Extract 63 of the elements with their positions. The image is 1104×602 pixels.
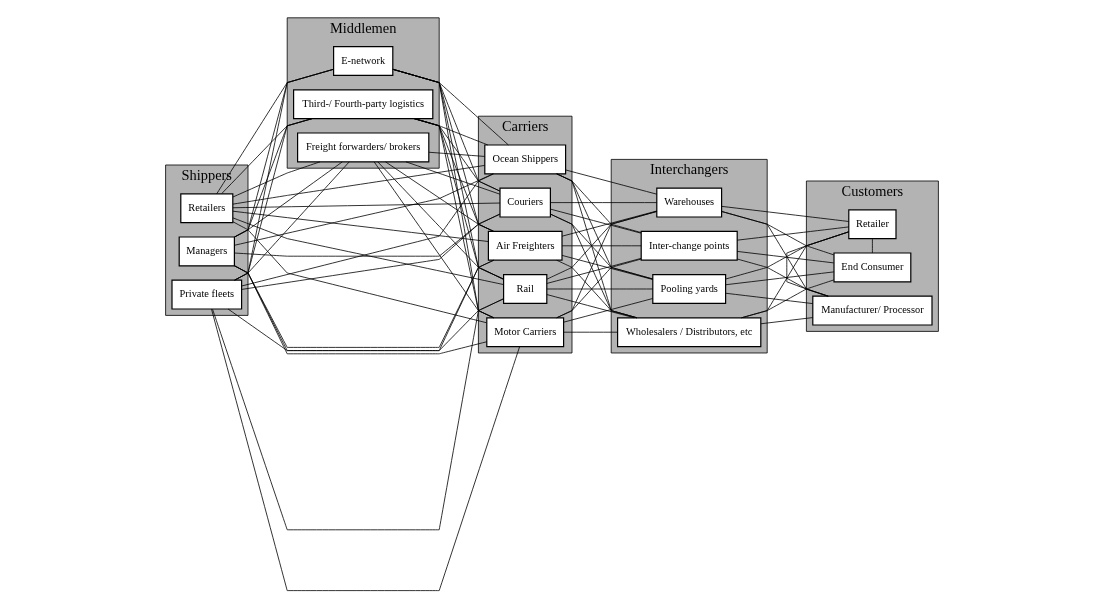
connector	[413, 118, 501, 192]
connector	[413, 118, 504, 280]
node-box: Wholesalers / Distributors, etc	[617, 317, 762, 348]
connector	[561, 255, 654, 280]
connector	[232, 217, 504, 285]
node-box: E-network	[333, 46, 394, 76]
node-box: Private fleets	[171, 279, 243, 310]
connector	[556, 211, 658, 319]
connector	[561, 245, 642, 247]
connector	[786, 231, 849, 297]
connector	[413, 118, 489, 146]
connector	[736, 226, 850, 241]
node-box: Manufacturer/ Processor	[812, 295, 933, 326]
connector	[556, 173, 638, 319]
connector	[232, 221, 487, 324]
connector	[546, 288, 654, 290]
node-box: Ocean Shippers	[484, 144, 567, 175]
connector	[563, 298, 653, 323]
connector	[405, 161, 501, 195]
node-box: Rail	[503, 274, 548, 304]
connector	[565, 169, 658, 195]
connector	[241, 213, 501, 290]
node-box: End Consumer	[833, 252, 912, 283]
connector	[428, 151, 486, 157]
connector	[413, 118, 495, 232]
connector	[725, 292, 814, 304]
connector	[212, 298, 504, 531]
node-box: Freight forwarders/ brokers	[297, 132, 430, 163]
connector	[232, 161, 321, 198]
connector	[550, 208, 642, 234]
connector	[872, 238, 873, 254]
node-box: Third-/ Fourth-party logistics	[293, 89, 434, 120]
node-box: Motor Carriers	[486, 317, 565, 348]
connector	[232, 202, 501, 209]
connector	[561, 210, 657, 237]
connector	[741, 279, 835, 319]
connector	[234, 68, 334, 281]
connector	[211, 308, 520, 591]
node-box: Air Freighters	[487, 230, 563, 261]
connector	[232, 165, 486, 205]
node-box: Pooling yards	[652, 274, 727, 304]
node-box: Couriers	[499, 187, 551, 218]
connector	[546, 294, 635, 319]
connector	[241, 173, 495, 287]
connector	[234, 118, 313, 281]
connector	[563, 331, 618, 333]
connector	[550, 202, 658, 203]
connector	[413, 118, 495, 319]
node-box: Retailers	[180, 193, 234, 224]
connector	[741, 231, 850, 319]
connector	[736, 251, 835, 264]
connector	[234, 173, 494, 246]
connector	[725, 271, 835, 286]
connector	[546, 258, 642, 284]
node-box: Inter-change points	[640, 230, 738, 261]
node-box: Managers	[178, 236, 235, 267]
node-box: Warehouses	[656, 187, 723, 218]
connector	[721, 205, 850, 222]
node-box: Retailer	[848, 209, 897, 240]
connector	[760, 317, 814, 325]
connector	[721, 211, 835, 256]
connector	[232, 210, 489, 242]
connector	[392, 68, 509, 146]
